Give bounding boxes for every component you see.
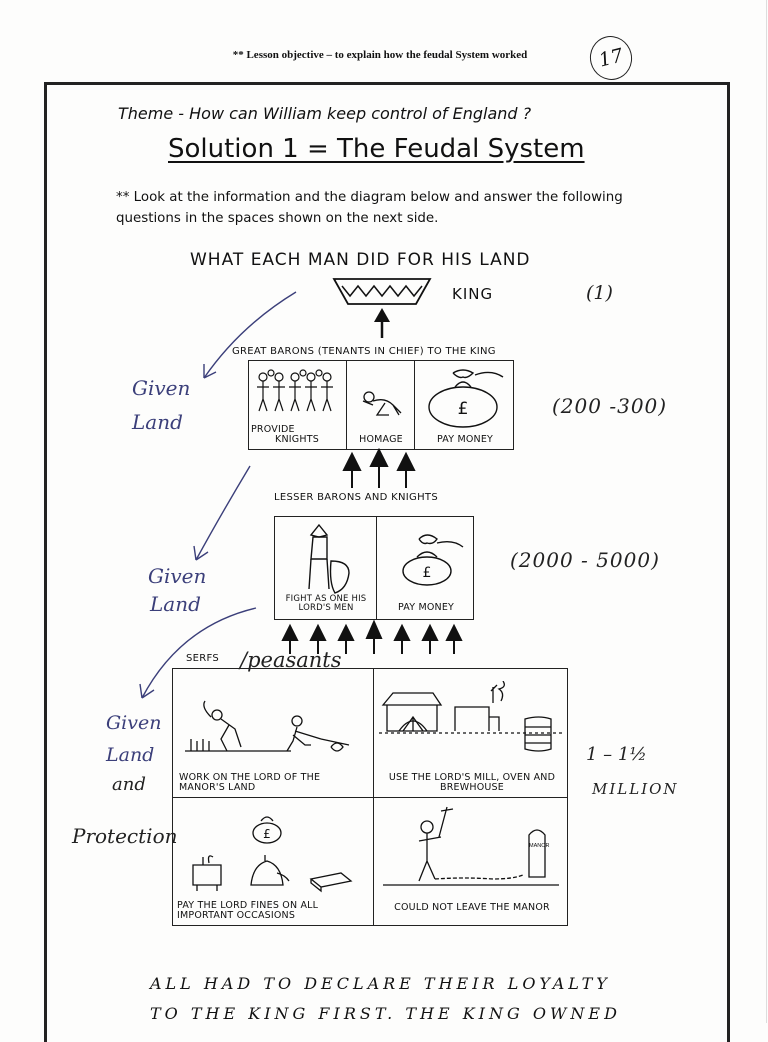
- instructions-text: ** Look at the information and the diagr…: [116, 190, 623, 226]
- serfs-divider-h: [173, 797, 567, 798]
- fines-caption: PAY THE LORD FINES ON ALL IMPORTANT OCCA…: [177, 900, 319, 921]
- solution-title: Solution 1 = The Feudal System: [168, 134, 585, 164]
- fight-cell: FIGHT AS ONE HIS LORD'S MEN: [275, 517, 377, 619]
- homage-caption: HOMAGE: [359, 434, 403, 445]
- crown-icon: [332, 278, 432, 338]
- great-barons-heading: GREAT BARONS (TENANTS IN CHIEF) TO THE K…: [232, 346, 496, 357]
- theme-question: Theme - How can William keep control of …: [118, 104, 532, 123]
- upward-arrows-icon: [281, 620, 463, 654]
- great-barons-box: PROVIDE KNIGHTS HOMAGE £ PAY MONEY: [248, 360, 514, 450]
- mill-oven-brewhouse-icon: [379, 681, 565, 752]
- lesser-barons-heading: LESSER BARONS AND KNIGHTS: [274, 492, 438, 503]
- loyalty-note-line1: ALL HAD TO DECLARE THEIR LOYALTY: [150, 974, 611, 993]
- kneeling-man-icon: [362, 391, 402, 416]
- pound-symbol: £: [263, 827, 271, 841]
- serfs-heading: SERFS: [186, 653, 220, 664]
- money-bag-icon: £: [428, 369, 504, 428]
- serfs-count: 1 – 1½: [586, 744, 647, 765]
- given-land-note-1a: Given: [132, 376, 191, 400]
- mill-caption: USE THE LORD'S MILL, OVEN AND BREWHOUSE: [388, 772, 556, 793]
- homage-cell: HOMAGE: [347, 361, 415, 449]
- pay-money-caption: PAY MONEY: [436, 434, 494, 445]
- lesson-objective: ** Lesson objective – to explain how the…: [232, 49, 528, 61]
- loyalty-note-line2: TO THE KING FIRST. THE KING OWNED: [150, 1004, 621, 1023]
- chained-serf-icon: [383, 806, 559, 886]
- king-count: (1): [586, 282, 613, 304]
- given-land-note-1b: Land: [132, 410, 183, 434]
- knights-cell: PROVIDE KNIGHTS: [249, 361, 347, 449]
- lesser-pay-cell: £ PAY MONEY: [377, 517, 475, 619]
- given-land-note-2a: Given: [148, 564, 207, 588]
- ploughing-icon: [185, 700, 350, 752]
- knights-caption-top: PROVIDE: [251, 424, 295, 435]
- serfs-count-unit: MILLION: [592, 780, 679, 798]
- knights-icon: [257, 369, 333, 412]
- pay-money-cell: £ PAY MONEY: [415, 361, 515, 449]
- knights-caption: KNIGHTS: [275, 434, 319, 445]
- lesser-pay-caption: PAY MONEY: [397, 602, 455, 613]
- diagram-title: WHAT EACH MAN DID FOR HIS LAND: [190, 250, 531, 270]
- given-land-arrows: [139, 291, 297, 699]
- lesser-barons-box: FIGHT AS ONE HIS LORD'S MEN £ PAY MONEY: [274, 516, 474, 620]
- money-bag-icon: £: [402, 534, 464, 586]
- king-label: KING: [452, 285, 494, 303]
- worksheet-frame: [44, 82, 730, 1042]
- given-land-note-2b: Land: [150, 592, 201, 616]
- great-barons-count: (200 -300): [552, 394, 668, 418]
- fines-icon: £: [192, 816, 353, 893]
- upward-arrows-icon: [342, 448, 416, 488]
- fight-caption: FIGHT AS ONE HIS LORD'S MEN: [285, 594, 367, 613]
- lesser-barons-count: (2000 - 5000): [510, 548, 660, 572]
- pound-symbol: £: [458, 399, 469, 419]
- protection-note: Protection: [72, 824, 178, 848]
- cannot-leave-caption: COULD NOT LEAVE THE MANOR: [394, 902, 550, 913]
- given-land-note-3c: and: [112, 774, 146, 795]
- given-land-note-3b: Land: [106, 744, 155, 766]
- work-land-caption: WORK ON THE LORD OF THE MANOR'S LAND: [179, 772, 321, 793]
- pound-symbol: £: [423, 565, 432, 581]
- manor-sign-label: MANOR: [529, 843, 550, 849]
- knight-with-shield-icon: [308, 523, 350, 594]
- given-land-note-3a: Given: [106, 712, 162, 734]
- serfs-box: WORK ON THE LORD OF THE MANOR'S LAND USE…: [172, 668, 568, 926]
